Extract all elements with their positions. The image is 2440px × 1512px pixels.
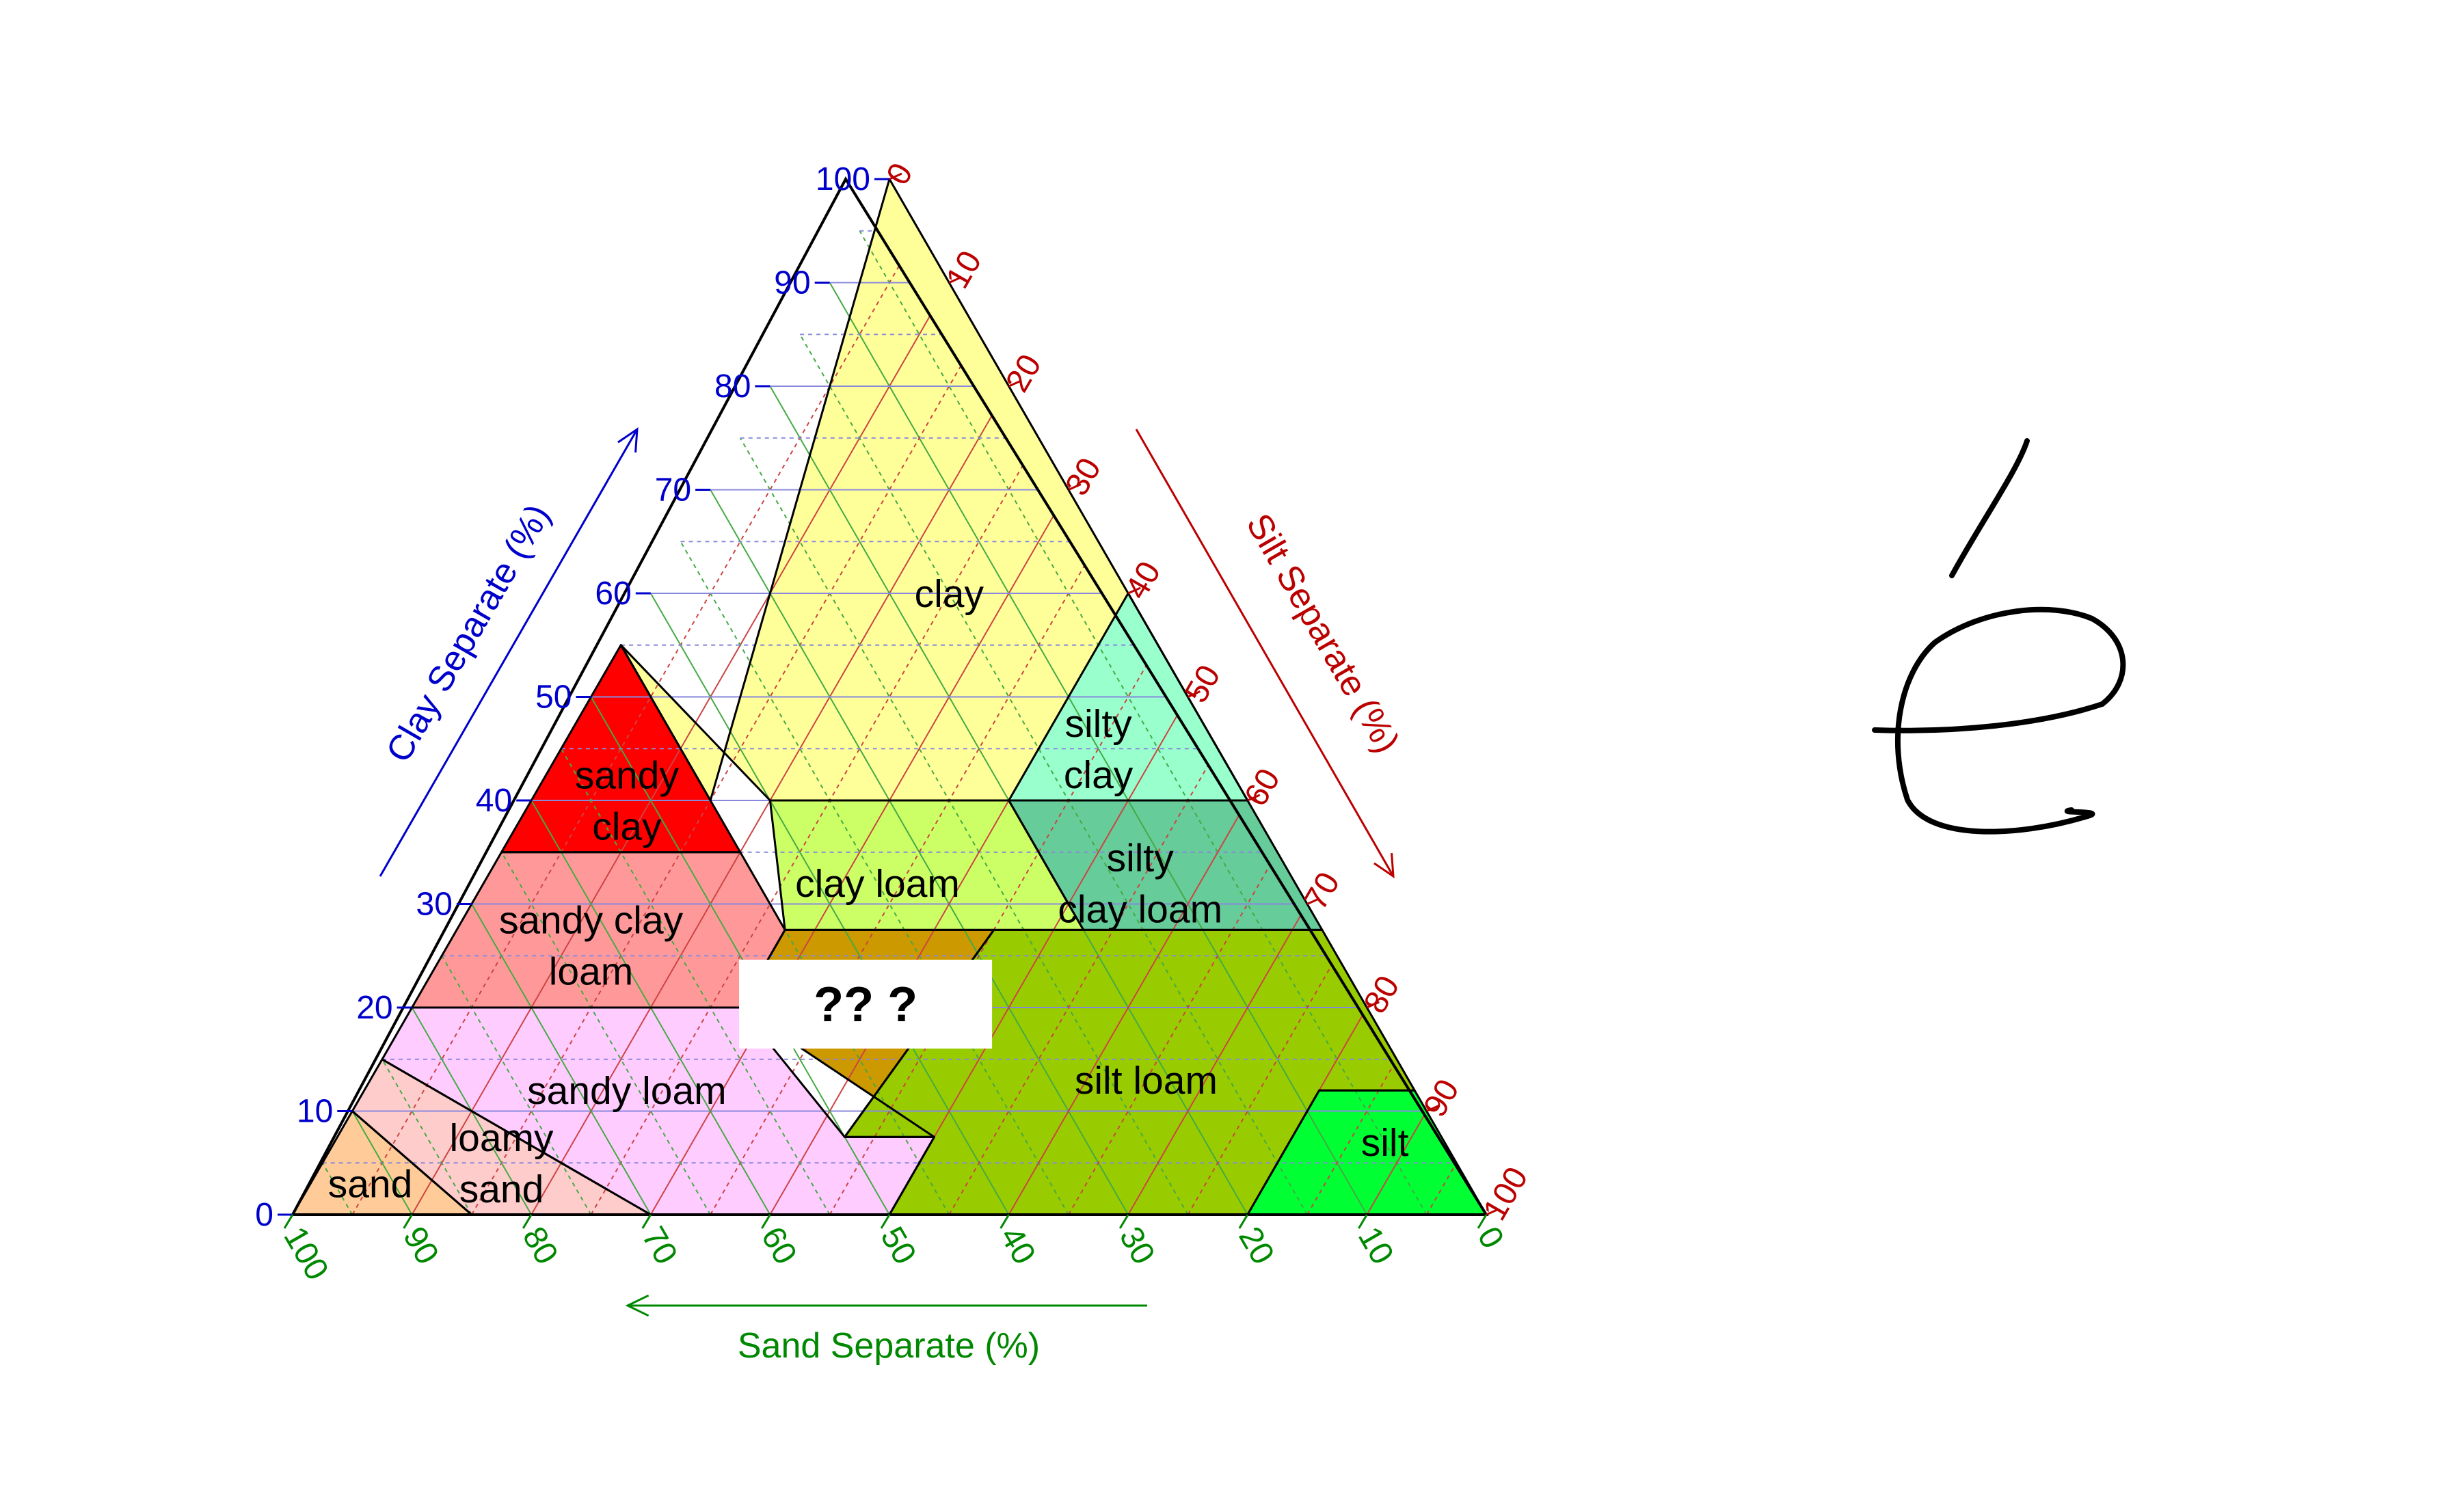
unknown-label-background xyxy=(739,960,993,1049)
silt-gridline xyxy=(889,697,1189,1215)
sand-tick-label: 40 xyxy=(993,1221,1043,1271)
clay-tick-label: 20 xyxy=(356,990,392,1026)
sand-tick-label: 20 xyxy=(1231,1221,1281,1271)
clay-tick-label: 70 xyxy=(655,472,691,509)
sand-gridline xyxy=(859,230,1427,1215)
silt-tick xyxy=(889,172,902,180)
sand-tick-label: 100 xyxy=(276,1221,335,1286)
sand-gridline xyxy=(381,1059,472,1215)
region-label-silty-clay-line-1: silty xyxy=(1065,702,1133,746)
clay-tick-label: 60 xyxy=(595,576,631,612)
region-label-sandy-clay-line-2: clay xyxy=(592,805,662,849)
sand-gridline xyxy=(441,955,592,1215)
silt-gridline xyxy=(351,230,920,1215)
sand-gridline xyxy=(739,437,1189,1215)
region-label-loamy-sand-line-2: sand xyxy=(459,1167,544,1211)
sand-tick-label: 0 xyxy=(1470,1221,1510,1255)
sand-gridline xyxy=(351,1111,413,1215)
region-label-silt-line-1: silt xyxy=(1361,1121,1409,1165)
sand-tick-label: 60 xyxy=(754,1221,804,1271)
sand-tick xyxy=(1118,1214,1129,1229)
region-silt xyxy=(1247,1090,1486,1215)
silt-tick xyxy=(1068,483,1082,491)
silt-gridline xyxy=(1425,1162,1458,1215)
region-label-clay-loam-line-1: clay loam xyxy=(795,862,960,906)
sand-tick-label: 30 xyxy=(1112,1221,1162,1271)
silt-tick xyxy=(1306,897,1320,905)
clay-tick-label: 30 xyxy=(416,887,453,923)
clay-tick-label: 0 xyxy=(255,1197,273,1233)
silt-gridline xyxy=(1127,904,1308,1215)
sand-tick xyxy=(1000,1214,1010,1229)
region-label-silty-clay-line-2: clay xyxy=(1064,753,1134,797)
region-label-silty-clay-loam-line-2: clay loam xyxy=(1058,888,1222,932)
sand-tick xyxy=(1358,1214,1368,1229)
region-label-silty-clay-loam-line-1: silty xyxy=(1107,837,1175,880)
region-labels: clay sandy clay silty clay clay loam silty clay… xyxy=(328,572,1409,1211)
region-loamy-sand xyxy=(352,1059,651,1215)
silt-tick xyxy=(1426,1105,1440,1112)
sand-tick xyxy=(761,1214,771,1229)
sand-tick-label: 70 xyxy=(634,1221,684,1271)
sand-tick-label: 10 xyxy=(1351,1221,1401,1271)
region-label-sandy-clay-loam-line-1: sandy clay xyxy=(499,899,684,943)
sand-gridline xyxy=(710,489,1129,1215)
silt-gridline xyxy=(1187,955,1338,1215)
silt-gridline xyxy=(590,437,1040,1215)
silt-tick xyxy=(1127,586,1141,595)
sand-gridline xyxy=(471,904,652,1215)
region-label-clay-line-1: clay xyxy=(915,572,984,616)
silt-gridline xyxy=(1068,852,1278,1215)
sand-gridline xyxy=(321,1162,353,1215)
sand-tick xyxy=(1477,1214,1488,1229)
region-label-sandy-loam-line-1: sandy loam xyxy=(527,1069,727,1113)
region-label-unknown-line-1: ?? ? xyxy=(814,977,917,1032)
sand-tick xyxy=(1238,1214,1249,1229)
silt-tick xyxy=(948,276,962,284)
sand-gridline xyxy=(799,334,1308,1215)
region-sandy-clay-loam xyxy=(412,852,786,1008)
silt-axis-title-text: Silt Separate (%) xyxy=(1238,507,1407,759)
clay-tick-label: 90 xyxy=(774,265,810,301)
silt-gridline xyxy=(1366,1111,1427,1215)
sand-axis-title: Sand Separate (%) xyxy=(625,1294,1147,1366)
silt-gridline xyxy=(710,541,1099,1215)
region-label-loamy-sand-line-1: loamy xyxy=(449,1116,554,1160)
region-label-sandy-clay-line-1: sandy xyxy=(575,754,680,798)
sand-gridline xyxy=(680,541,1069,1215)
region-label-sandy-clay-loam-line-2: loam xyxy=(549,950,634,994)
silt-tick-label: 0 xyxy=(880,157,920,191)
silt-tick xyxy=(1366,1001,1380,1009)
silt-gridline xyxy=(649,489,1069,1215)
sand-tick xyxy=(880,1214,891,1229)
sand-gridline xyxy=(590,697,890,1215)
clay-tick-label: 50 xyxy=(535,679,572,716)
silt-gridline xyxy=(471,334,980,1215)
silt-tick xyxy=(1247,794,1261,802)
region-label-silt-loam-line-1: silt loam xyxy=(1075,1059,1218,1103)
clay-tick-label: 10 xyxy=(297,1094,333,1130)
clay-tick-label: 100 xyxy=(816,161,870,198)
sand-tick xyxy=(403,1214,413,1229)
clay-axis-title-text: Clay Separate (%) xyxy=(379,498,559,769)
sand-tick xyxy=(522,1214,533,1229)
clay-tick-label: 80 xyxy=(714,368,751,405)
silt-tick xyxy=(1486,1208,1499,1216)
silt-tick xyxy=(1187,690,1201,698)
clay-tick-label: 40 xyxy=(476,783,512,819)
sand-tick xyxy=(641,1214,652,1229)
sand-gridline xyxy=(500,852,711,1215)
handwritten-e-accent-drawing xyxy=(1872,438,2126,835)
sand-tick xyxy=(283,1214,294,1229)
region-label-sand-line-1: sand xyxy=(328,1163,413,1206)
sand-tick-label: 50 xyxy=(873,1221,923,1271)
sand-axis-title-text: Sand Separate (%) xyxy=(738,1326,1040,1366)
silt-gridline xyxy=(1008,800,1248,1215)
silt-tick xyxy=(1008,379,1022,388)
silt-gridline xyxy=(1306,1059,1397,1215)
sand-tick-label: 80 xyxy=(515,1221,565,1271)
sand-tick-label: 90 xyxy=(396,1221,446,1271)
